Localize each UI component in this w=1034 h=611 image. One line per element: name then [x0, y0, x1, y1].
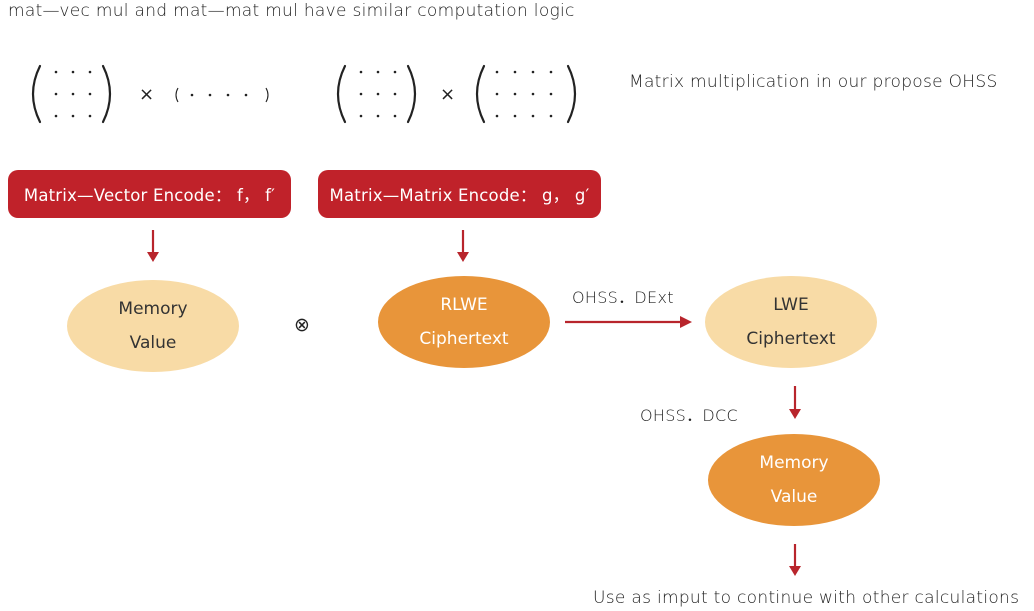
matrix-a-right-paren	[101, 64, 112, 124]
rlwe-ciphertext-node: RLWE Ciphertext	[378, 276, 550, 368]
memory-value-node-2: Memory Value	[708, 434, 880, 526]
matrix-a-left-paren	[31, 64, 42, 124]
memory-value-2-line2: Value	[770, 487, 818, 507]
header-text: mat—vec mul and mat—mat mul have similar…	[8, 1, 575, 21]
rlwe-line1: RLWE	[440, 295, 488, 315]
matrix-vector-encode-label: Matrix—Vector Encode： f， f′	[23, 186, 276, 205]
times-symbol-1: ×	[139, 84, 155, 105]
matrix-matrix-encode-banner: Matrix—Matrix Encode： g， g′	[318, 170, 601, 218]
caption-text: Matrix multiplication in our propose OHS…	[629, 72, 998, 92]
times-symbol-2: ×	[440, 84, 456, 105]
memory-value-2-line1: Memory	[759, 453, 829, 473]
matrix-c-left-paren	[475, 64, 486, 124]
rlwe-line2: Ciphertext	[419, 329, 509, 349]
memory-value-1-line2: Value	[129, 333, 177, 353]
footer-text: Use as imput to continue with other calc…	[593, 588, 1020, 608]
memory-value-1-line1: Memory	[118, 299, 188, 319]
lwe-line2: Ciphertext	[746, 329, 836, 349]
matrix-vector-encode-banner: Matrix—Vector Encode： f， f′	[8, 170, 291, 218]
matrix-b-right-paren	[406, 64, 417, 124]
memory-value-node-1: Memory Value	[67, 280, 239, 372]
dext-label: OHSS．DExt	[572, 288, 674, 307]
matrix-matrix-encode-label: Matrix—Matrix Encode： g， g′	[329, 186, 590, 205]
lwe-line1: LWE	[773, 295, 809, 315]
tensor-product-symbol: ⊗	[294, 314, 310, 336]
dcc-label: OHSS．DCC	[640, 406, 739, 425]
vector-right-paren	[265, 87, 269, 103]
matrix-b-left-paren	[336, 64, 347, 124]
lwe-ciphertext-node: LWE Ciphertext	[705, 276, 877, 368]
vector-left-paren	[175, 87, 179, 103]
matrix-c-right-paren	[566, 64, 577, 124]
